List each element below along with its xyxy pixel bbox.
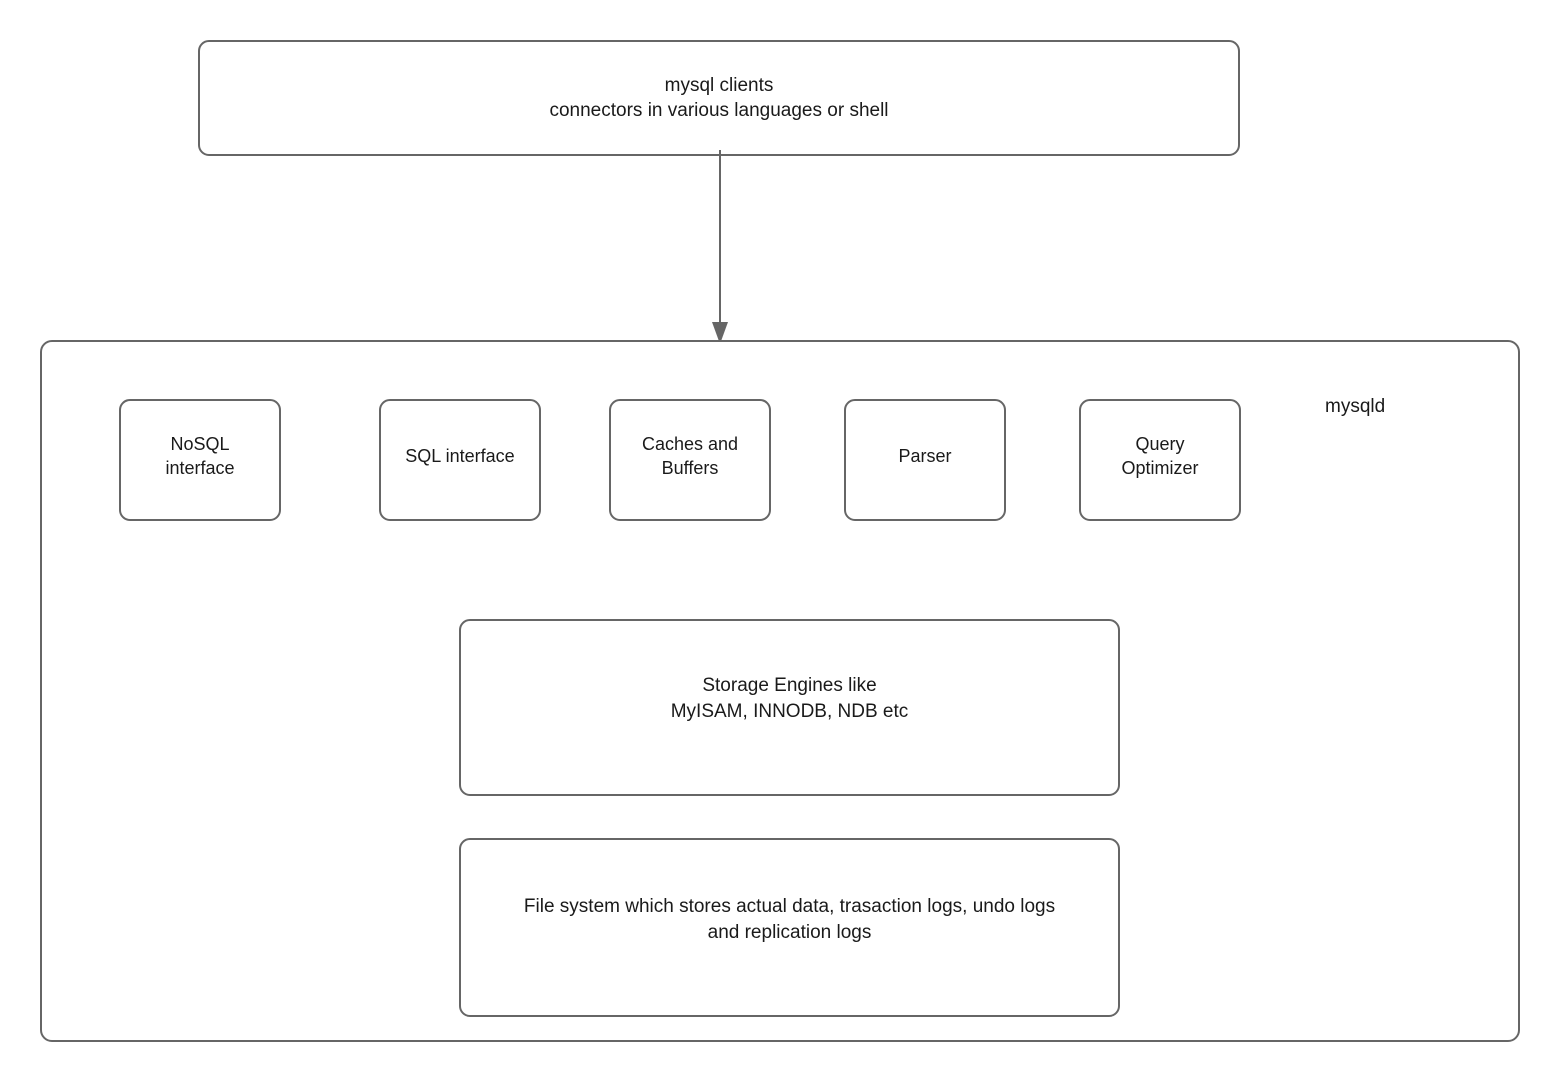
component-parser[interactable]: Parser xyxy=(844,399,1006,521)
mysqld-label: mysqld xyxy=(1325,396,1386,417)
component-label: Caches and Buffers xyxy=(641,434,739,478)
component-label: Query Optimizer xyxy=(1121,434,1199,478)
storage-engines-label: Storage Engines like MyISAM, INNODB, NDB… xyxy=(670,675,909,722)
clients-to-mysqld-connector xyxy=(712,150,728,344)
component-caches-and-buffers[interactable]: Caches and Buffers xyxy=(609,399,771,521)
mysql-clients-label: mysql clients connectors in various lang… xyxy=(549,74,889,121)
component-label: NoSQL interface xyxy=(165,434,235,478)
component-label: Parser xyxy=(898,446,952,467)
file-system-label: File system which stores actual data, tr… xyxy=(523,896,1056,943)
component-sql-interface[interactable]: SQL interface xyxy=(379,399,541,521)
storage-engines-node[interactable]: Storage Engines like MyISAM, INNODB, NDB… xyxy=(459,619,1120,796)
component-nosql-interface[interactable]: NoSQL interface xyxy=(119,399,281,521)
file-system-node[interactable]: File system which stores actual data, tr… xyxy=(459,838,1120,1017)
component-query-optimizer[interactable]: Query Optimizer xyxy=(1079,399,1241,521)
component-label: SQL interface xyxy=(405,446,515,467)
mysql-clients-node[interactable]: mysql clients connectors in various lang… xyxy=(198,40,1240,156)
